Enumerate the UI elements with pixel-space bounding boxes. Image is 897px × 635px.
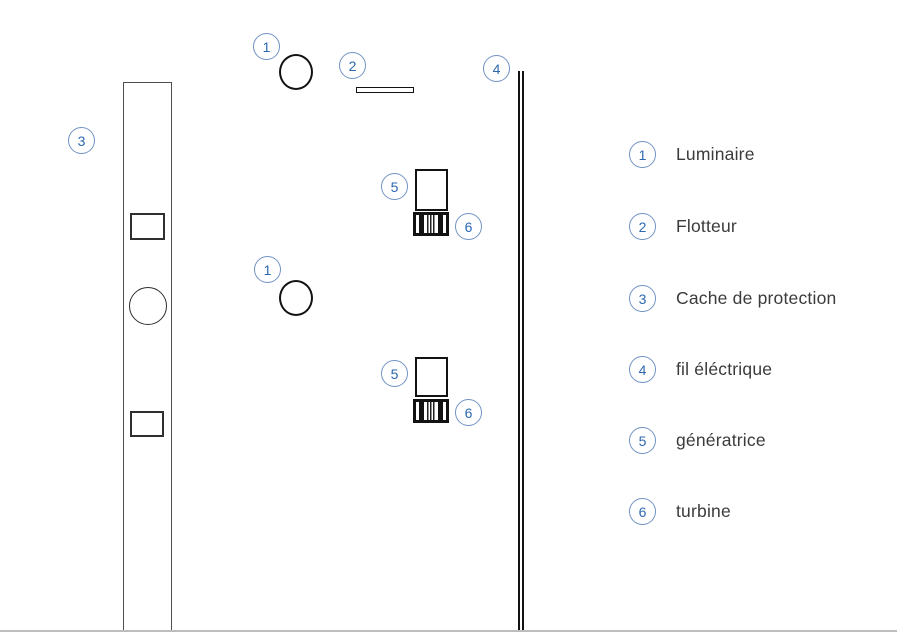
legend-number: 3 (638, 290, 647, 307)
callout-badge-1-middle: 1 (254, 256, 281, 283)
legend-number: 2 (638, 218, 647, 235)
electric-wire-shape (518, 71, 524, 631)
callout-number: 5 (390, 365, 399, 382)
protection-cover-shape (123, 82, 172, 631)
callout-number: 1 (263, 261, 272, 278)
generator-top-shape (415, 169, 448, 211)
legend-label-luminaire: Luminaire (676, 144, 755, 164)
legend-badge-4: 4 (629, 356, 656, 383)
legend-item-flotteur: 2 Flotteur (629, 213, 737, 240)
legend-label-turbine: turbine (676, 501, 731, 521)
legend-label-flotteur: Flotteur (676, 216, 737, 236)
callout-number: 2 (348, 57, 357, 74)
callout-number: 6 (464, 404, 473, 421)
callout-number: 1 (262, 38, 271, 55)
legend-badge-6: 6 (629, 498, 656, 525)
legend-badge-1: 1 (629, 141, 656, 168)
callout-number: 5 (390, 178, 399, 195)
callout-badge-2: 2 (339, 52, 366, 79)
callout-badge-5-top: 5 (381, 173, 408, 200)
pole-window-lower-shape (130, 411, 164, 437)
turbine-bottom-blades (416, 402, 446, 420)
callout-badge-4: 4 (483, 55, 510, 82)
legend-number: 6 (638, 503, 647, 520)
luminaire-middle-shape (279, 280, 313, 316)
turbine-top-shape (413, 212, 449, 236)
generator-bottom-shape (415, 357, 448, 397)
callout-badge-3: 3 (68, 127, 95, 154)
callout-badge-5-bottom: 5 (381, 360, 408, 387)
callout-number: 4 (492, 60, 501, 77)
luminaire-top-shape (279, 54, 313, 90)
legend-item-cache-de-protection: 3 Cache de protection (629, 285, 836, 312)
legend-label-cache-de-protection: Cache de protection (676, 288, 837, 308)
callout-badge-6-top: 6 (455, 213, 482, 240)
legend-item-generatrice: 5 génératrice (629, 427, 766, 454)
legend-label-fil-electrique: fil éléctrique (676, 359, 773, 379)
flotteur-shape (356, 87, 414, 93)
callout-number: 6 (464, 218, 473, 235)
legend-badge-5: 5 (629, 427, 656, 454)
legend-item-turbine: 6 turbine (629, 498, 731, 525)
turbine-top-blades (416, 215, 446, 233)
callout-badge-1-top: 1 (253, 33, 280, 60)
legend-badge-2: 2 (629, 213, 656, 240)
legend-number: 5 (638, 432, 647, 449)
legend-item-fil-electrique: 4 fil éléctrique (629, 356, 772, 383)
turbine-bottom-shape (413, 399, 449, 423)
legend-number: 4 (638, 361, 647, 378)
pole-window-upper-shape (130, 213, 165, 240)
legend-label-generatrice: génératrice (676, 430, 766, 450)
legend-item-luminaire: 1 Luminaire (629, 141, 755, 168)
callout-number: 3 (77, 132, 86, 149)
legend-number: 1 (638, 146, 647, 163)
pole-porthole-shape (129, 287, 167, 325)
ground-line (0, 630, 897, 632)
legend-badge-3: 3 (629, 285, 656, 312)
callout-badge-6-bottom: 6 (455, 399, 482, 426)
